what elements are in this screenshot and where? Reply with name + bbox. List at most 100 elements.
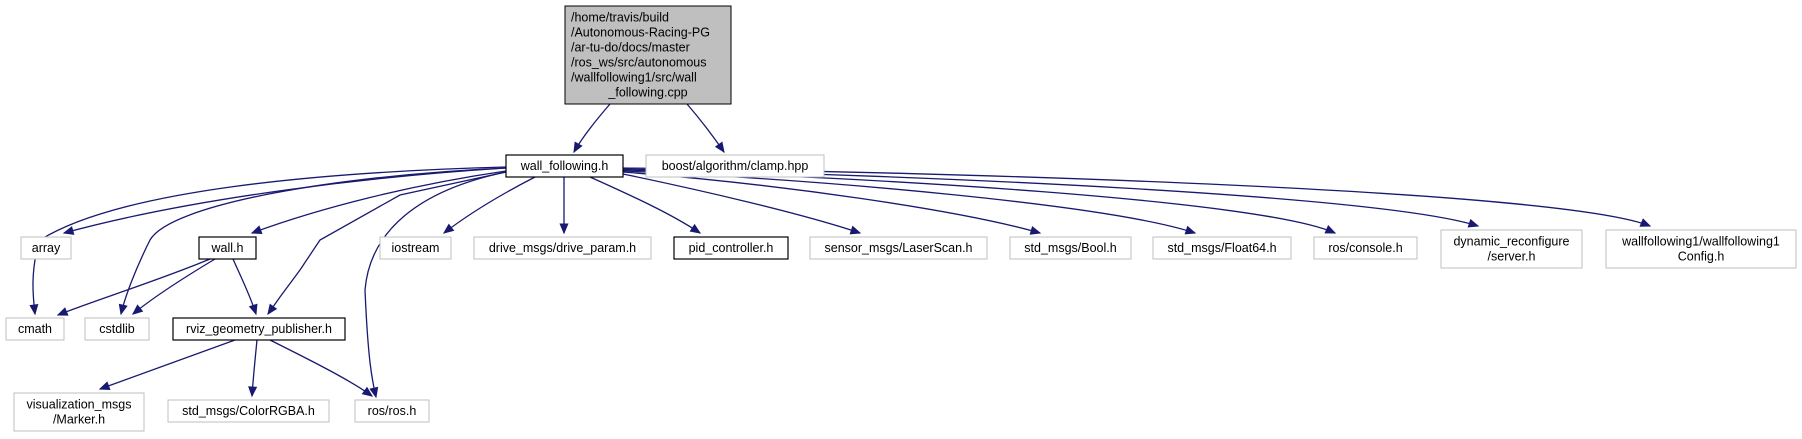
edge-line — [99, 339, 236, 390]
arrowhead-icon — [573, 141, 583, 154]
node-dynamic-reconfigure-server: dynamic_reconfigure/server.h — [1440, 229, 1583, 269]
edge-wall_h-to-cstdlib — [132, 258, 216, 315]
root-node[interactable]: /home/travis/build/Autonomous-Racing-PG/… — [564, 5, 732, 105]
node-label: visualization_msgs — [27, 398, 132, 412]
node-label: cstdlib — [99, 322, 134, 336]
node-laserscan: sensor_msgs/LaserScan.h — [809, 236, 988, 260]
node-box — [84, 317, 150, 341]
node-box — [564, 5, 732, 105]
node-cstdlib: cstdlib — [84, 317, 150, 341]
node-label: wall_following.h — [520, 159, 609, 173]
arrowhead-icon — [1324, 225, 1337, 234]
node-box — [13, 392, 145, 432]
node-box — [505, 154, 624, 178]
node-label: std_msgs/ColorRGBA.h — [182, 404, 315, 418]
arrowhead-icon — [98, 381, 111, 391]
node-label: Config.h — [1678, 250, 1725, 264]
edge-rviz_pub-to-ros_h — [269, 339, 374, 397]
node-box — [167, 399, 330, 423]
node-rviz-geometry-publisher[interactable]: rviz_geometry_publisher.h — [172, 317, 346, 341]
edge-wall_following_h-to-array — [62, 167, 507, 235]
arrowhead-icon — [1029, 226, 1042, 235]
node-console: ros/console.h — [1313, 236, 1418, 260]
node-iostream: iostream — [379, 236, 452, 260]
edge-wall_following_h-to-console — [622, 169, 1337, 234]
node-label: rviz_geometry_publisher.h — [186, 322, 332, 336]
node-wall-h[interactable]: wall.h — [198, 236, 257, 260]
node-label: drive_msgs/drive_param.h — [489, 241, 636, 255]
edge-line — [443, 176, 536, 234]
node-box — [1440, 229, 1583, 269]
arrowhead-icon — [1184, 225, 1197, 235]
arrowhead-icon — [1639, 218, 1652, 227]
node-box — [5, 317, 65, 341]
node-label: array — [32, 241, 61, 255]
node-label: /ros_ws/src/autonomous — [571, 56, 706, 70]
node-box — [473, 236, 652, 260]
nodes-layer: /home/travis/build/Autonomous-Racing-PG/… — [5, 5, 1797, 432]
node-wall-following-h[interactable]: wall_following.h — [505, 154, 624, 178]
edge-line — [132, 258, 216, 315]
edge-line — [57, 258, 211, 316]
node-array: array — [20, 236, 72, 260]
node-label: sensor_msgs/LaserScan.h — [825, 241, 973, 255]
node-box — [645, 154, 825, 178]
node-box — [673, 236, 789, 260]
arrowhead-icon — [250, 225, 263, 235]
node-float64: std_msgs/Float64.h — [1152, 236, 1292, 260]
node-label: boost/algorithm/clamp.hpp — [662, 159, 809, 173]
edge-root-to-boost_clamp — [686, 103, 725, 154]
arrowhead-icon — [442, 223, 455, 234]
node-label: _following.cpp — [607, 86, 687, 100]
node-box — [172, 317, 346, 341]
edge-line — [267, 171, 507, 315]
edge-line — [120, 167, 507, 315]
edge-line — [622, 173, 861, 234]
arrowhead-icon — [849, 225, 862, 235]
edge-wall_h-to-rviz_pub — [232, 258, 258, 316]
edge-line — [63, 167, 507, 234]
arrowhead-icon — [62, 226, 75, 235]
edge-line — [251, 170, 507, 234]
node-label: /ar-tu-do/docs/master — [571, 41, 690, 55]
node-label: /home/travis/build — [571, 11, 669, 25]
edge-wall_following_h-to-bool_h — [622, 171, 1042, 235]
node-label: std_msgs/Float64.h — [1167, 241, 1276, 255]
edge-wall_following_h-to-iostream — [442, 176, 536, 234]
arrowhead-icon — [248, 386, 258, 398]
node-label: /server.h — [1488, 250, 1536, 264]
edge-wall_following_h-to-cstdlib — [118, 167, 507, 316]
arrowhead-icon — [559, 223, 569, 235]
edge-line — [622, 171, 1041, 234]
node-box — [1009, 236, 1132, 260]
node-visualization-marker: visualization_msgs/Marker.h — [13, 392, 145, 432]
node-cmath: cmath — [5, 317, 65, 341]
node-label: /Autonomous-Racing-PG — [571, 26, 710, 40]
arrowhead-icon — [369, 386, 379, 399]
node-label: std_msgs/Bool.h — [1024, 241, 1116, 255]
arrowhead-icon — [56, 307, 69, 316]
arrowhead-icon — [248, 303, 258, 316]
arrowhead-icon — [118, 303, 128, 316]
edge-rviz_pub-to-color_rgba — [248, 339, 258, 398]
node-label: cmath — [18, 322, 52, 336]
edge-wall_following_h-to-laserscan — [622, 173, 862, 235]
node-label: ros/console.h — [1328, 241, 1402, 255]
node-box — [1605, 229, 1797, 269]
node-label: /wallfollowing1/src/wall — [571, 71, 697, 85]
node-boost-clamp: boost/algorithm/clamp.hpp — [645, 154, 825, 178]
arrowhead-icon — [1467, 218, 1480, 228]
node-bool: std_msgs/Bool.h — [1009, 236, 1132, 260]
edge-line — [622, 169, 1336, 234]
edge-wall_following_h-to-rviz_pub — [267, 171, 507, 316]
node-box — [20, 236, 72, 260]
node-box — [809, 236, 988, 260]
node-pid-controller[interactable]: pid_controller.h — [673, 236, 789, 260]
edge-wall_h-to-cmath — [56, 258, 211, 316]
arrowhead-icon — [267, 303, 278, 316]
node-label: iostream — [392, 241, 440, 255]
node-label: /Marker.h — [53, 413, 105, 427]
arrowhead-icon — [29, 304, 39, 316]
node-box — [354, 399, 430, 423]
